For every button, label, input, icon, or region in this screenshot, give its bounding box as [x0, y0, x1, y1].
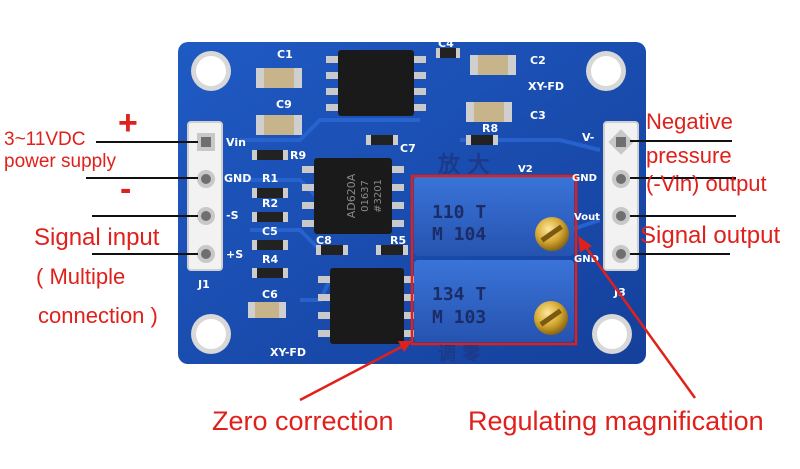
label-vin: Vin — [226, 136, 246, 149]
label-brand-bottom: XY-FD — [270, 346, 306, 359]
label-c8: C8 — [316, 234, 332, 247]
label-brand-top: XY-FD — [528, 80, 564, 93]
supply-power-label: power supply — [4, 151, 116, 172]
mounting-hole — [592, 314, 632, 354]
chip-marking-3: #3201 — [373, 179, 384, 213]
label-r4: R4 — [262, 253, 278, 266]
label-plus-s: +S — [226, 248, 243, 261]
pot-lower: 134 T M 103 — [414, 260, 574, 342]
label-r1: R1 — [262, 172, 278, 185]
multiple-connection-line2: connection ) — [38, 303, 158, 328]
label-j1: J1 — [197, 278, 210, 291]
label-c4: C4 — [438, 37, 454, 50]
label-r8: R8 — [482, 122, 498, 135]
ic-chip-bottom — [318, 268, 416, 344]
arrow-zero-correction — [299, 341, 412, 402]
label-r9: R9 — [290, 149, 306, 162]
label-c3: C3 — [530, 109, 546, 122]
ic-chip-top — [326, 50, 426, 116]
minus-symbol: - — [120, 170, 132, 208]
supply-voltage-label: 3~11VDC — [4, 129, 86, 150]
label-minus-s: -S — [226, 209, 239, 222]
label-vout: Vout — [574, 212, 600, 223]
resistor — [252, 48, 498, 278]
negative-label-line1: Negative — [646, 109, 733, 134]
pot-lower-line2: M 103 — [432, 307, 486, 328]
mounting-hole — [191, 314, 231, 354]
label-r2: R2 — [262, 197, 278, 210]
negative-label-line2: pressure — [646, 143, 732, 168]
pot-upper-line1: 110 T — [432, 202, 486, 223]
regulating-magnification-label: Regulating magnification — [468, 406, 764, 436]
label-gnd-right: GND — [572, 173, 597, 184]
negative-label-line3: (-Vin) output — [646, 171, 767, 196]
label-c5: C5 — [262, 225, 278, 238]
header-j3 — [603, 121, 639, 271]
plus-symbol: + — [118, 104, 138, 142]
label-c1: C1 — [277, 48, 293, 61]
label-cjk-bottom: 调 零 — [438, 344, 481, 365]
chip-marking-1: AD620A — [345, 173, 358, 218]
pot-upper: 110 T M 104 — [414, 176, 574, 256]
ic-chip-ad620: AD620A 01637 #3201 — [302, 158, 404, 234]
label-v-minus: V- — [582, 131, 594, 144]
label-c6: C6 — [262, 288, 278, 301]
label-r5: R5 — [390, 234, 406, 247]
label-cjk-top: 放 大 — [437, 152, 490, 178]
chip-marking-2: 01637 — [360, 180, 371, 212]
header-j1 — [187, 121, 223, 271]
signal-input-label: Signal input — [34, 224, 160, 251]
arrow-regulating — [578, 236, 697, 399]
annotation-lines — [86, 140, 736, 255]
label-c2: C2 — [530, 54, 546, 67]
pot-lower-line1: 134 T — [432, 284, 486, 305]
capacitor — [470, 55, 516, 75]
label-gnd-right2: GND — [574, 254, 599, 265]
pot-highlight-box — [410, 174, 578, 346]
silkscreen-labels: C1 C9 C4 C2 XY-FD C3 R8 C7 R9 Vin GND R1… — [197, 37, 626, 365]
zero-correction-label: Zero correction — [212, 406, 394, 436]
multiple-connection-line1: ( Multiple — [36, 264, 126, 289]
mounting-hole — [586, 51, 626, 91]
capacitor — [248, 302, 286, 318]
mounting-hole — [191, 51, 231, 91]
label-gnd-left: GND — [224, 172, 251, 185]
capacitor — [256, 115, 302, 135]
capacitor — [256, 68, 302, 88]
pot-upper-line2: M 104 — [432, 224, 486, 245]
label-c9: C9 — [276, 98, 292, 111]
label-c7: C7 — [400, 142, 416, 155]
capacitor — [466, 102, 512, 122]
label-vr-mark: V2 — [518, 164, 533, 175]
signal-output-label: Signal output — [640, 222, 781, 249]
